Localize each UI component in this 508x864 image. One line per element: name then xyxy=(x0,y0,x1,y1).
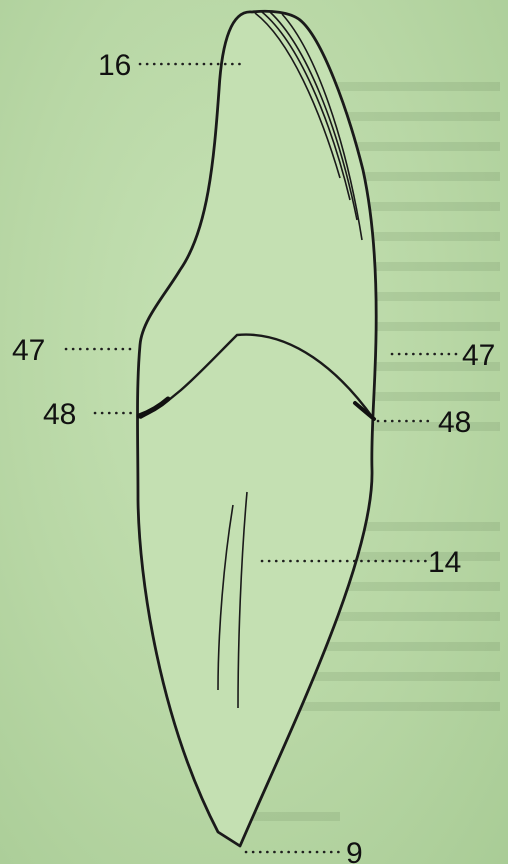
label-48-left: 48 xyxy=(43,398,76,431)
label-16: 16 xyxy=(98,49,131,82)
label-9: 9 xyxy=(346,837,363,864)
label-47-right: 47 xyxy=(462,339,495,372)
label-47-left: 47 xyxy=(12,334,45,367)
label-48-right: 48 xyxy=(438,406,471,439)
tooth-outline xyxy=(138,11,377,846)
label-14: 14 xyxy=(428,546,461,579)
